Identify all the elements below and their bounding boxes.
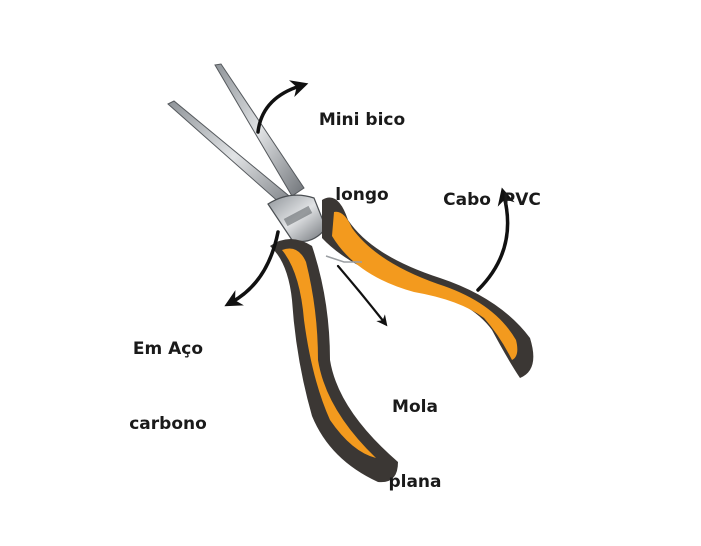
upper-handle <box>322 197 534 378</box>
label-carbon-steel: Em Aço carbono <box>108 287 228 487</box>
label-line: Mini bico <box>318 110 406 130</box>
annotation-arrows <box>224 80 515 327</box>
label-line: carbono <box>129 414 207 434</box>
label-flat-spring: Mola plana <box>360 345 470 545</box>
label-line: Cabo PVC <box>443 190 541 210</box>
label-pvc-handle: Cabo PVC <box>432 138 552 263</box>
label-line: Em Aço <box>132 339 204 359</box>
arrow-handle <box>476 187 515 292</box>
label-line: plana <box>388 472 442 492</box>
arrow-tip <box>256 80 309 134</box>
jaws <box>167 63 305 213</box>
arrow-material <box>224 230 280 307</box>
label-mini-tip: Mini bico longo <box>306 58 418 258</box>
lower-handle <box>270 239 398 483</box>
label-line: Mola <box>392 397 438 417</box>
flat-spring <box>325 255 362 263</box>
label-line: longo <box>335 185 389 205</box>
arrow-spring <box>336 264 388 327</box>
